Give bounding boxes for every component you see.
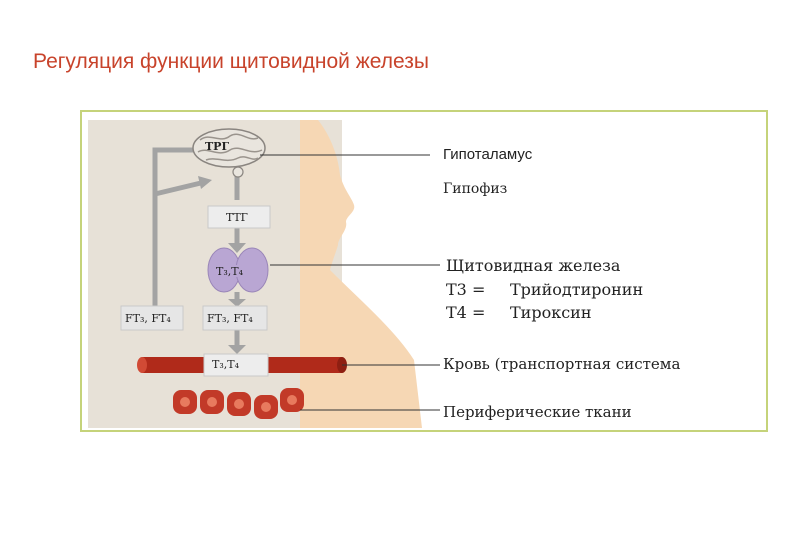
ft-left-label: FT₃, FT₄ [125, 312, 171, 325]
ttg-label: ТТГ [226, 211, 248, 224]
t4-symbol: T4 = [446, 303, 486, 322]
leader-lines [260, 154, 440, 411]
head-profile [300, 120, 422, 428]
thyroid-icon [207, 247, 269, 293]
t4-name: Тироксин [510, 303, 592, 322]
pituitary-label: Гипофиз [443, 181, 508, 197]
pituitary-gland [232, 166, 244, 178]
feedback-line-short [154, 179, 206, 197]
ft-right-label: FT₃, FT₄ [207, 312, 253, 325]
thyroid-hormone-label: T₃,T₄ [216, 265, 243, 278]
ft-box-left [120, 305, 184, 331]
t3-symbol: T3 = [446, 280, 486, 299]
hypothalamus-label: Гипоталамус [443, 146, 533, 163]
trg-label: ТРГ [205, 140, 230, 153]
blood-hormone-label: T₃,T₄ [212, 358, 239, 371]
t3-name: Трийодтиронин [510, 280, 644, 299]
thyroid-label: Щитовидная железа [446, 256, 621, 275]
feedback-line-long [152, 147, 205, 315]
ttg-box [207, 205, 271, 229]
page-title: Регуляция функции щитовидной железы [33, 50, 429, 73]
ft-box-right [202, 305, 268, 331]
t3t4-blood-box [203, 353, 269, 377]
blood-label: Кровь (транспортная система [443, 355, 681, 373]
brain-icon [192, 128, 266, 178]
tissues-label: Периферические ткани [443, 403, 632, 421]
diagram-frame [80, 110, 768, 432]
feedback-arrows [152, 147, 240, 346]
